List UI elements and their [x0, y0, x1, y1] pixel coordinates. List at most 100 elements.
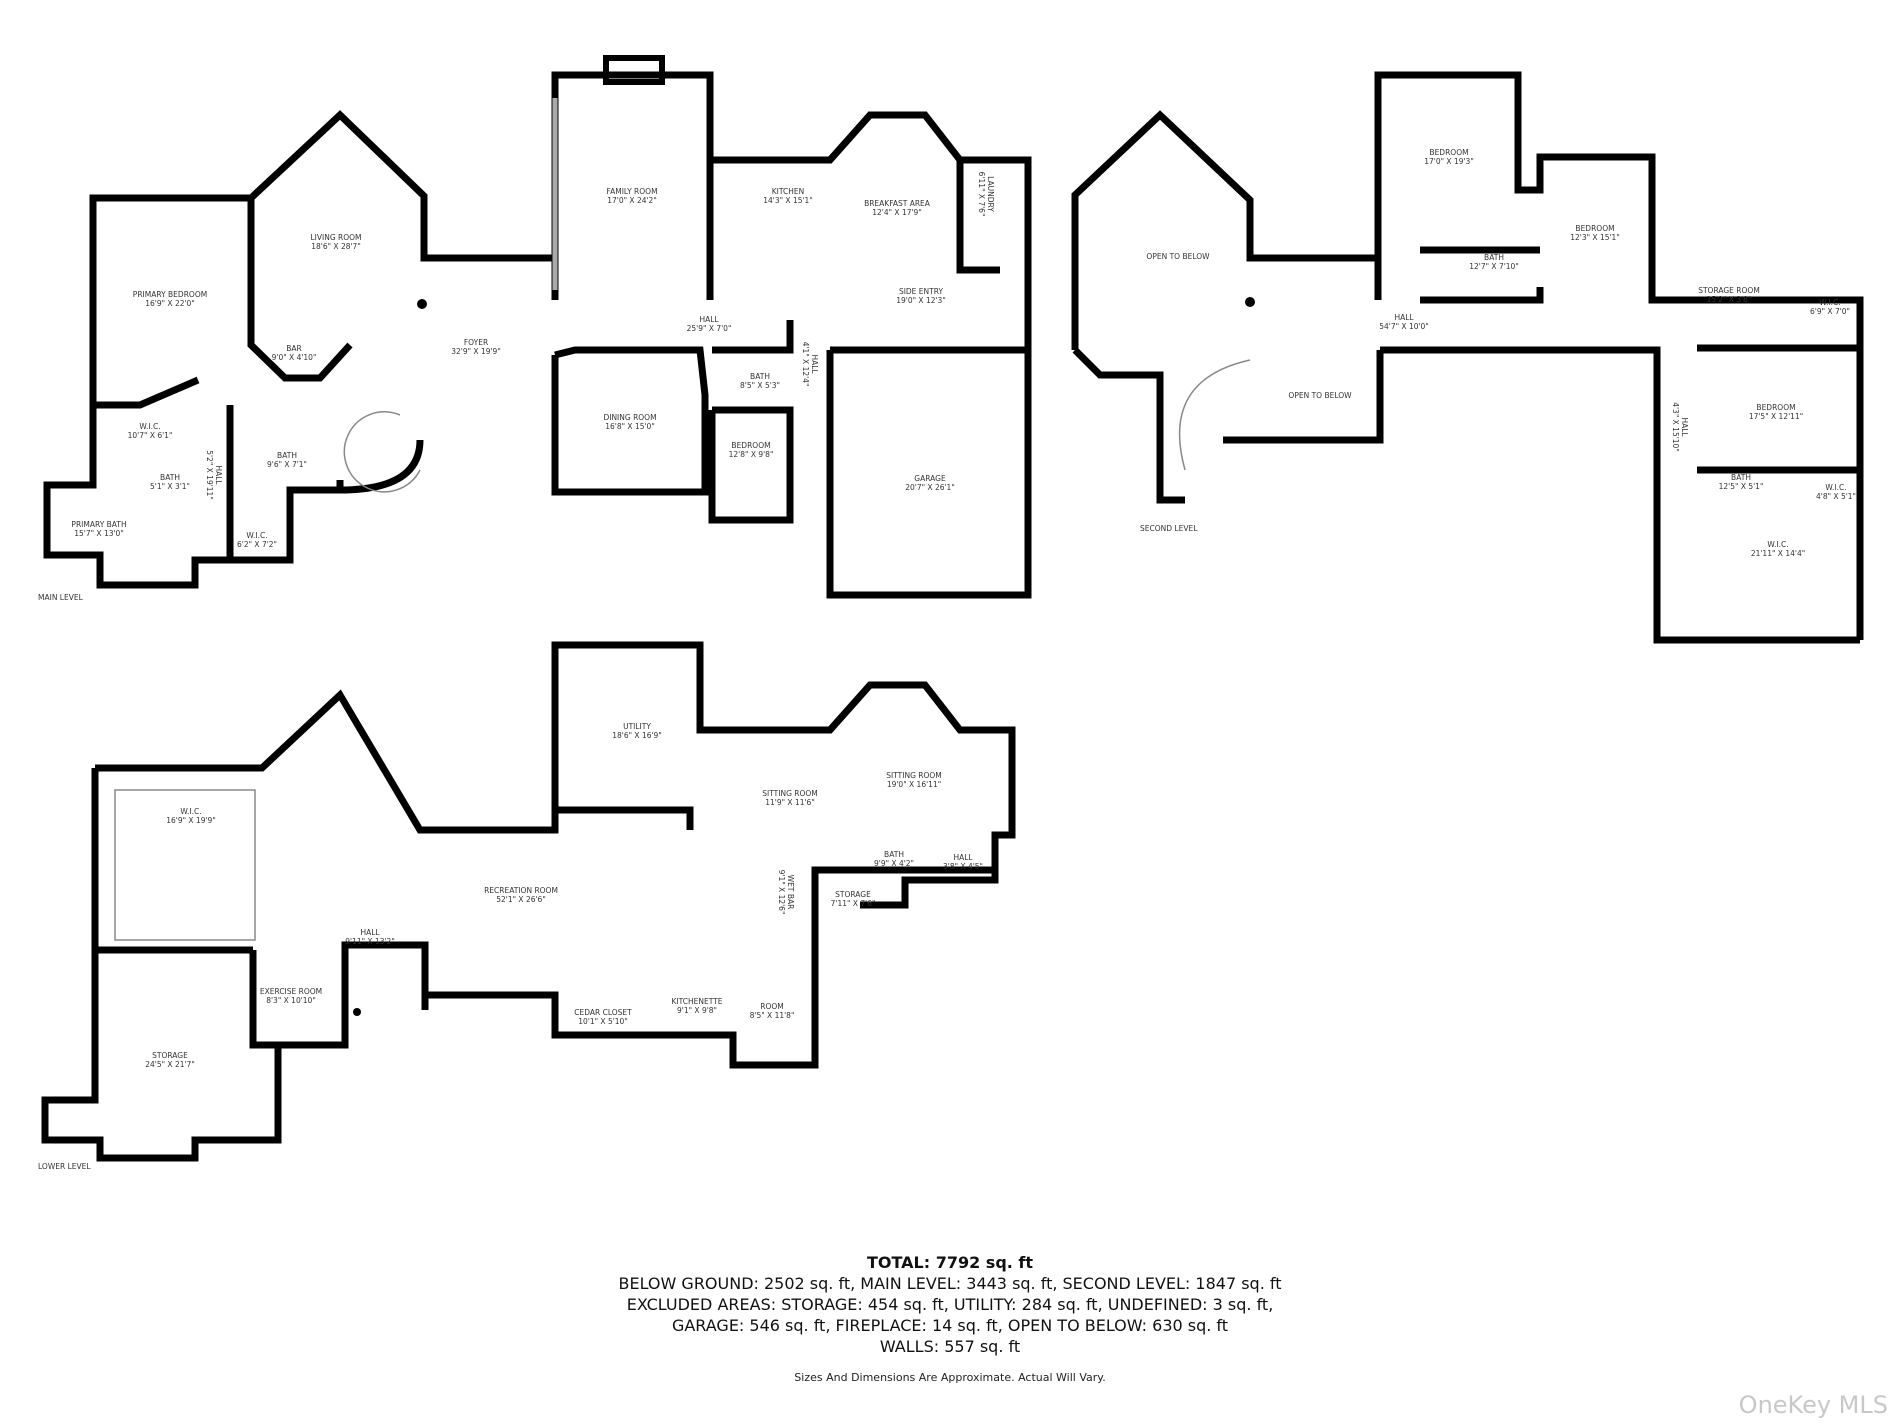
room-name: HALL	[1394, 313, 1414, 322]
room-name: EXERCISE ROOM	[260, 987, 322, 996]
room-name: BREAKFAST AREA	[864, 199, 931, 208]
room-name: BATH	[160, 473, 180, 482]
room-dimensions: 6'11" X 7'6"	[977, 172, 986, 217]
room-name: BATH	[884, 850, 904, 859]
room-name: FAMILY ROOM	[606, 187, 657, 196]
room-dimensions: 12'3" X 15'1"	[1570, 233, 1620, 242]
room-name: BATH	[1484, 253, 1504, 262]
room-dimensions: 10'1" X 5'10"	[578, 1017, 628, 1026]
room-dimensions: 3'8" X 4'5"	[943, 862, 983, 871]
room-dimensions: 8'5" X 5'3"	[740, 381, 780, 390]
room-dimensions: 9'6" X 7'1"	[267, 460, 307, 469]
room-name: W.I.C.	[1767, 540, 1788, 549]
room-name: CEDAR CLOSET	[574, 1008, 632, 1017]
room-dimensions: 32'9" X 19'9"	[451, 347, 501, 356]
room-dimensions: 15'7" X 13'0"	[74, 529, 124, 538]
room-dimensions: 9'11" X 13'2"	[345, 937, 395, 946]
watermark-logo: OneKey MLS	[1738, 1391, 1888, 1419]
area-summary: TOTAL: 7792 sq. ft BELOW GROUND: 2502 sq…	[0, 1252, 1900, 1384]
room-name: HALL	[1680, 417, 1689, 437]
room-label-w-i-c: W.I.C.6'2" X 7'2"	[237, 531, 277, 549]
lower-level-walls	[41, 641, 1016, 1162]
room-name: FOYER	[464, 338, 488, 347]
room-name: BATH	[277, 451, 297, 460]
room-dimensions: 18'6" X 16'9"	[612, 731, 662, 740]
room-dimensions: 12'7" X 7'10"	[1469, 262, 1519, 271]
room-dimensions: 19'0" X 12'3"	[896, 296, 946, 305]
room-dimensions: 25'9" X 7'0"	[687, 324, 732, 333]
room-dimensions: 9'0" X 4'10"	[272, 353, 317, 362]
room-dimensions: 10'7" X 6'1"	[128, 431, 173, 440]
room-label-w-i-c: W.I.C.10'7" X 6'1"	[128, 422, 173, 440]
room-name: OPEN TO BELOW	[1146, 252, 1210, 261]
room-name: ROOM	[760, 1002, 784, 1011]
room-dimensions: 19'0" X 16'11"	[887, 780, 941, 789]
room-name: BATH	[1731, 473, 1751, 482]
room-dimensions: 9'9" X 4'2"	[874, 859, 914, 868]
room-dimensions: 16'9" X 22'0"	[145, 299, 195, 308]
main-level-walls	[43, 55, 1032, 599]
level-label-lower: LOWER LEVEL	[38, 1162, 91, 1171]
room-dimensions: 11'9" X 11'6"	[765, 798, 815, 807]
room-name: KITCHENETTE	[671, 997, 722, 1006]
room-name: BATH	[750, 372, 770, 381]
room-dimensions: 12'8" X 9'8"	[729, 450, 774, 459]
room-dimensions: 6'9" X 7'0"	[1810, 307, 1850, 316]
room-dimensions: 52'1" X 26'6"	[496, 895, 546, 904]
room-label-w-i-c: W.I.C.21'11" X 14'4"	[1751, 540, 1805, 558]
room-name: PRIMARY BEDROOM	[133, 290, 207, 299]
level-label-second: SECOND LEVEL	[1140, 524, 1198, 533]
room-name: SIDE ENTRY	[899, 287, 944, 296]
room-dimensions: 12'5" X 5'1"	[1719, 482, 1764, 491]
second-level-walls	[1071, 71, 1864, 644]
room-name: W.I.C.	[246, 531, 267, 540]
room-dimensions: 16'8" X 15'0"	[605, 422, 655, 431]
room-label-w-i-c: W.I.C.16'9" X 19'9"	[166, 807, 216, 825]
room-dimensions: 20'7" X 26'1"	[905, 483, 955, 492]
room-label-open-to-below: OPEN TO BELOW	[1146, 252, 1210, 261]
room-name: W.I.C.	[1825, 483, 1846, 492]
room-name: BEDROOM	[731, 441, 770, 450]
room-name: BEDROOM	[1575, 224, 1614, 233]
room-name: BEDROOM	[1756, 403, 1795, 412]
room-dimensions: 5'1" X 3'1"	[150, 482, 190, 491]
level-label-main: MAIN LEVEL	[38, 593, 84, 602]
room-name: STORAGE	[835, 890, 871, 899]
room-name: W.I.C.	[180, 807, 201, 816]
room-dimensions: 12'4" X 17'9"	[872, 208, 922, 217]
room-name: WET BAR	[786, 875, 795, 910]
room-dimensions: 15'2" X 3'8"	[1707, 295, 1752, 304]
room-dimensions: 6'2" X 7'2"	[237, 540, 277, 549]
room-name: RECREATION ROOM	[484, 886, 558, 895]
room-name: HALL	[214, 465, 223, 485]
